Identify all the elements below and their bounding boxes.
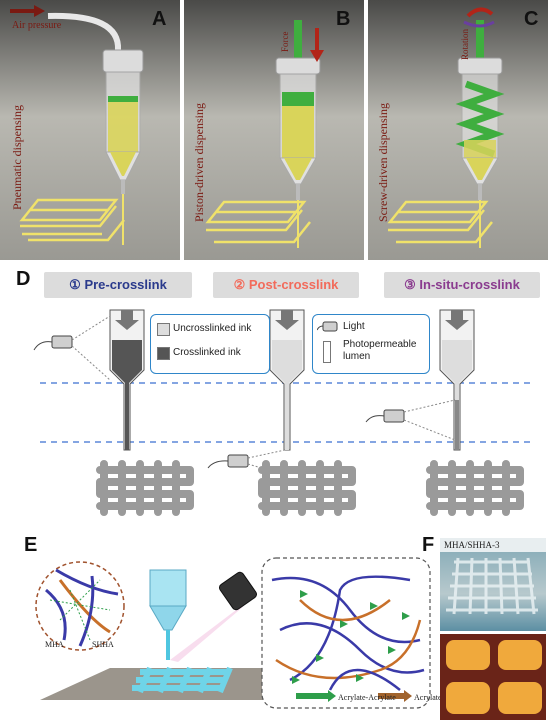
rotation-label: Rotation [460,29,470,60]
hydrogel-network-illustration [35,557,431,709]
panel-f-letter: F [422,534,435,556]
sample-label-bar [440,538,546,552]
panel-c: Rotation C Screw-driven dispensing [368,0,548,260]
force-label: Force [280,31,290,53]
uncrosslinked-swatch [157,323,170,336]
light-label: Light [343,321,365,332]
screw-syringe-illustration [387,7,505,248]
crosslinked-label: Crosslinked ink [173,347,241,358]
sample-label: MHA/SHHA-3 [444,540,500,550]
lumen-icon [323,341,331,363]
uncrosslinked-label: Uncrosslinked ink [173,323,252,334]
photo-microscope [440,634,546,720]
tab-post-crosslink: ② Post-crosslink [213,272,359,298]
crosslinked-swatch [157,347,170,360]
acrylate-acrylate-label: Acrylate-Acrylate [338,693,396,702]
panel-c-letter: C [524,8,539,30]
air-pressure-label: Air pressure [12,20,62,31]
panel-a: Air pressure A Pneumatic dispensing [0,0,180,260]
force-arrow-icon [310,28,324,62]
scaffold-grid [446,557,538,615]
crosslink-diagram [33,309,530,516]
mha-label: MHA [45,640,64,649]
pore [446,640,490,670]
pore [498,640,542,670]
ink-legend: Uncrosslinked ink Crosslinked ink [150,314,270,374]
arrow-icon [10,5,45,17]
pore [498,682,542,714]
panel-d-letter: D [16,268,31,290]
pneumatic-syringe-illustration [19,12,144,245]
panel-a-letter: A [152,8,167,30]
shha-label: SHHA [92,640,114,649]
tab-pre-crosslink: ① Pre-crosslink [44,272,192,298]
lamp-icon [317,321,338,332]
screw-label: Screw-driven dispensing [376,103,390,222]
acrylate-thiol-label: Acrylate-Thiol [414,693,462,702]
light-legend: Light Photopermeable lumen [312,314,430,374]
pneumatic-label: Pneumatic dispensing [10,105,24,210]
pore [446,682,490,714]
photo-scaffold: MHA/SHHA-3 [440,538,546,631]
panel-b-letter: B [336,8,351,30]
panel-e-letter: E [24,534,38,556]
piston-syringe-illustration [205,20,321,248]
lumen-label: Photopermeable lumen [343,339,417,362]
piston-label: Piston-driven dispensing [192,103,206,222]
tab-in-situ-crosslink: ③ In-situ-crosslink [384,272,540,298]
panel-b: Force B Piston-driven dispensing [184,0,364,260]
